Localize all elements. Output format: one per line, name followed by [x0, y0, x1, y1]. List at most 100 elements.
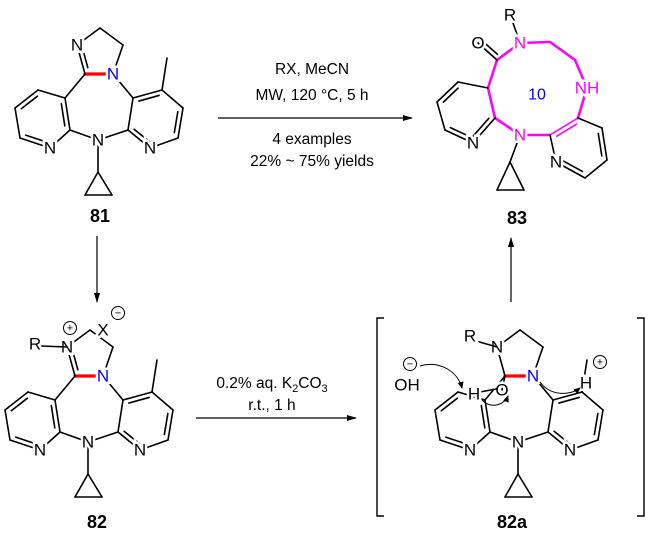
bond: [457, 391, 486, 401]
condition-rt-time: r.t., 1 h: [248, 397, 295, 414]
compound-label-81: 81: [90, 206, 110, 226]
svg-text:+: +: [67, 323, 73, 335]
bond: [472, 117, 496, 144]
bond: [496, 161, 511, 191]
bond: [14, 107, 21, 139]
bond: [577, 117, 603, 129]
bond: [483, 41, 499, 56]
bond: [14, 436, 38, 445]
svg-text:−: −: [115, 308, 121, 320]
charge-plus-proton: +: [593, 355, 607, 369]
bracket-left: [376, 317, 384, 517]
bond: [486, 86, 497, 120]
bond: [548, 40, 577, 62]
bond: [4, 391, 29, 411]
bond: [484, 375, 506, 401]
bond: [151, 391, 174, 411]
bond: [87, 431, 119, 443]
bond: [66, 346, 76, 377]
condition-base: 0.2% aq. K2CO3: [216, 375, 327, 395]
bond: [434, 391, 459, 411]
bond: [601, 127, 608, 161]
bond: [555, 161, 586, 179]
bond: [81, 46, 89, 69]
bond: [517, 431, 549, 443]
atom-r-substituent: R: [29, 335, 41, 354]
bond: [173, 110, 179, 134]
bond: [163, 412, 169, 436]
bond: [440, 397, 459, 412]
electron-push-arrow: [539, 381, 581, 395]
bond: [132, 89, 163, 99]
bond: [76, 27, 101, 46]
electron-push-arrow: [481, 395, 509, 406]
bond: [133, 128, 151, 143]
bond: [593, 412, 599, 436]
bond: [112, 44, 124, 75]
bond: [581, 391, 604, 411]
condition-reagents: RX, MeCN: [275, 61, 349, 78]
bond: [434, 409, 441, 441]
atom-n-central: N: [512, 433, 524, 452]
bond: [489, 431, 519, 443]
bond: [547, 399, 554, 433]
bond: [504, 473, 519, 498]
atom-n-pyridine-right: N: [144, 139, 156, 158]
bond: [581, 359, 588, 393]
bond: [64, 73, 86, 99]
charge-plus: +: [63, 321, 77, 335]
bond: [576, 86, 589, 120]
bond: [151, 359, 158, 393]
bond: [149, 137, 179, 149]
bond: [561, 159, 584, 173]
bond: [89, 329, 114, 348]
atom-n-central: N: [92, 131, 104, 150]
svg-text:+: +: [597, 357, 603, 369]
svg-text:−: −: [407, 359, 413, 371]
bond: [40, 345, 68, 348]
bond: [76, 44, 86, 75]
bond: [475, 340, 498, 348]
atom-o-carbonyl: O: [471, 34, 484, 53]
atom-n-pyridine-right: N: [134, 441, 146, 460]
bond: [20, 95, 39, 110]
atom-h-proton: H: [580, 374, 592, 393]
ring-size-label: 10: [528, 87, 546, 104]
bond: [442, 87, 459, 103]
charge-minus-hydroxide: −: [403, 357, 417, 371]
atom-x-counterion: X: [97, 321, 108, 340]
bond: [60, 102, 66, 127]
compound-label-82: 82: [87, 512, 107, 532]
bond: [128, 396, 150, 404]
bond: [54, 399, 61, 433]
bond: [569, 439, 599, 451]
condition-heating: MW, 120 °C, 5 h: [255, 87, 368, 104]
bond: [519, 329, 544, 348]
electron-push-arrow: [419, 364, 464, 389]
atom-r-substituent: R: [464, 327, 476, 346]
bond: [10, 397, 29, 412]
bond: [84, 171, 99, 196]
bond: [69, 129, 99, 141]
bond: [555, 123, 578, 137]
bond: [512, 22, 521, 44]
bond: [547, 431, 571, 451]
bond: [444, 436, 468, 445]
bond: [37, 89, 66, 99]
atom-h-hydroxyl: H: [468, 385, 480, 404]
atom-n-pyridine-right: N: [550, 153, 562, 172]
bond: [127, 97, 134, 131]
bond: [553, 430, 571, 445]
bond: [14, 89, 39, 109]
bond: [27, 391, 56, 401]
bond: [549, 117, 579, 136]
bond: [496, 346, 506, 377]
bond: [127, 129, 151, 149]
bond: [517, 473, 533, 498]
bond: [449, 126, 471, 138]
bond: [597, 132, 603, 157]
atom-n-central: N: [514, 126, 526, 145]
